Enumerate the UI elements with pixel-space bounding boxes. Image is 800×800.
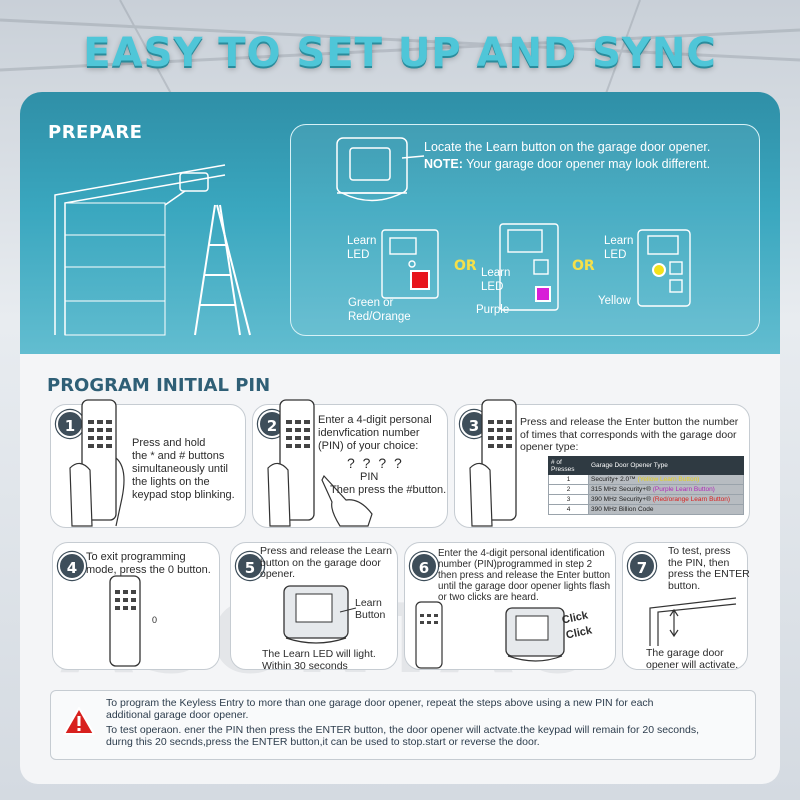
opener1-color-label-2: Red/Orange [348, 311, 411, 323]
keypad-hand-icon-2 [267, 399, 315, 527]
zero-key-label: 0 [152, 615, 158, 625]
or-label-1: OR [454, 258, 477, 274]
opener3-learn-button [652, 263, 666, 277]
opener1-led-label: LED [347, 249, 370, 261]
warning-icon [63, 707, 95, 735]
ceiling-beams [0, 0, 800, 111]
note-line: NOTE: Your garage door opener may look d… [424, 156, 710, 173]
opener3-panel-icon [637, 229, 691, 307]
garage-opener-icon-6 [505, 607, 565, 662]
opener2-led-label: LED [481, 281, 504, 293]
prepare-panel [20, 92, 780, 354]
opener2-color-label: Purple [476, 304, 510, 316]
table-row: 2 315 MHz Security+® (Purple Learn Butto… [548, 484, 744, 495]
notes-box [50, 690, 756, 760]
table-header-presses: # of Presses [548, 456, 589, 475]
table-header-row: # of Presses Garage Door Opener Type [548, 456, 744, 475]
note-line-2: additional garage door opener. [106, 709, 249, 721]
pin-placeholder: ? ? ? ? [347, 455, 404, 471]
prepare-heading: PREPARE [48, 122, 143, 143]
note-line-1: To program the Keyless Entry to more tha… [106, 697, 654, 709]
step-4-badge: 4 [58, 552, 86, 580]
keypad-hand-icon-4 [109, 575, 141, 667]
garage-opener-unit-icon [336, 137, 425, 202]
note-label: NOTE: [424, 157, 463, 171]
opener3-learn-label: Learn [604, 235, 634, 247]
garage-door-illustration [54, 164, 251, 336]
opener1-learn-label: Learn [347, 235, 377, 247]
step-5-text: Press and release the Learn button on th… [260, 545, 392, 580]
note-line-3: To test operaon. ener the PIN then press… [106, 724, 699, 736]
step-3-text: Press and release the Enter button the n… [520, 416, 739, 453]
step-5-after-text: The Learn LED will light. Within 30 seco… [262, 648, 376, 672]
keypad-hand-icon-6 [415, 601, 443, 669]
step-2-after-text: Then press the #button. [330, 484, 447, 496]
opener-learn-button-icon [283, 585, 357, 644]
opener1-panel-icon [381, 229, 439, 299]
note-line-4: durng this 20 secnds,press the ENTER but… [106, 736, 540, 748]
step-6-text: Enter the 4-digit personal identificatio… [438, 548, 611, 603]
opener3-led-label: LED [604, 249, 627, 261]
step-7-badge: 7 [628, 552, 656, 580]
step-7-text: To test, press the PIN, then press the E… [668, 545, 750, 592]
program-heading: PROGRAM INITIAL PIN [47, 375, 271, 396]
step-5-badge: 5 [236, 552, 264, 580]
step-7-after-text: The garage door opener will activate. [646, 647, 739, 671]
or-label-2: OR [572, 258, 595, 274]
step-5-learn-button-label: Learn Button [355, 597, 386, 621]
table-row: 3 390 MHz Security+® (Red/orange Learn B… [548, 494, 744, 505]
pin-label: PIN [360, 471, 379, 483]
opener2-panel-icon [499, 223, 559, 311]
opener-type-table: # of Presses Garage Door Opener Type 1 S… [548, 456, 744, 515]
step-6-badge: 6 [410, 552, 438, 580]
opener2-learn-button [535, 286, 551, 302]
step-4-text: To exit programming mode, press the 0 bu… [86, 551, 211, 576]
note-text: Your garage door opener may look differe… [466, 157, 711, 171]
opener1-color-label: Green or [348, 297, 394, 309]
table-row: 4 390 MHz Billion Code [548, 504, 744, 515]
table-header-type: Garage Door Opener Type [588, 456, 744, 475]
pointing-finger-icon [321, 474, 373, 527]
keypad-hand-icon-3 [469, 399, 517, 527]
garage-door-open-icon [649, 597, 737, 646]
step-2-text: Enter a 4-digit personal idenvfication n… [318, 414, 432, 452]
locate-learn-text: Locate the Learn button on the garage do… [424, 140, 711, 154]
keypad-hand-icon [69, 399, 125, 527]
step-1-text: Press and hold the * and # buttons simul… [132, 437, 235, 501]
page-title: EASY TO SET UP AND SYNC [83, 30, 717, 76]
ladder-icon [194, 204, 251, 336]
opener1-learn-button [410, 270, 430, 290]
table-row: 1 Security+ 2.0™ (Yellow Learn Button) [548, 474, 744, 485]
opener3-color-label: Yellow [598, 295, 631, 307]
opener2-learn-label: Learn [481, 267, 511, 279]
